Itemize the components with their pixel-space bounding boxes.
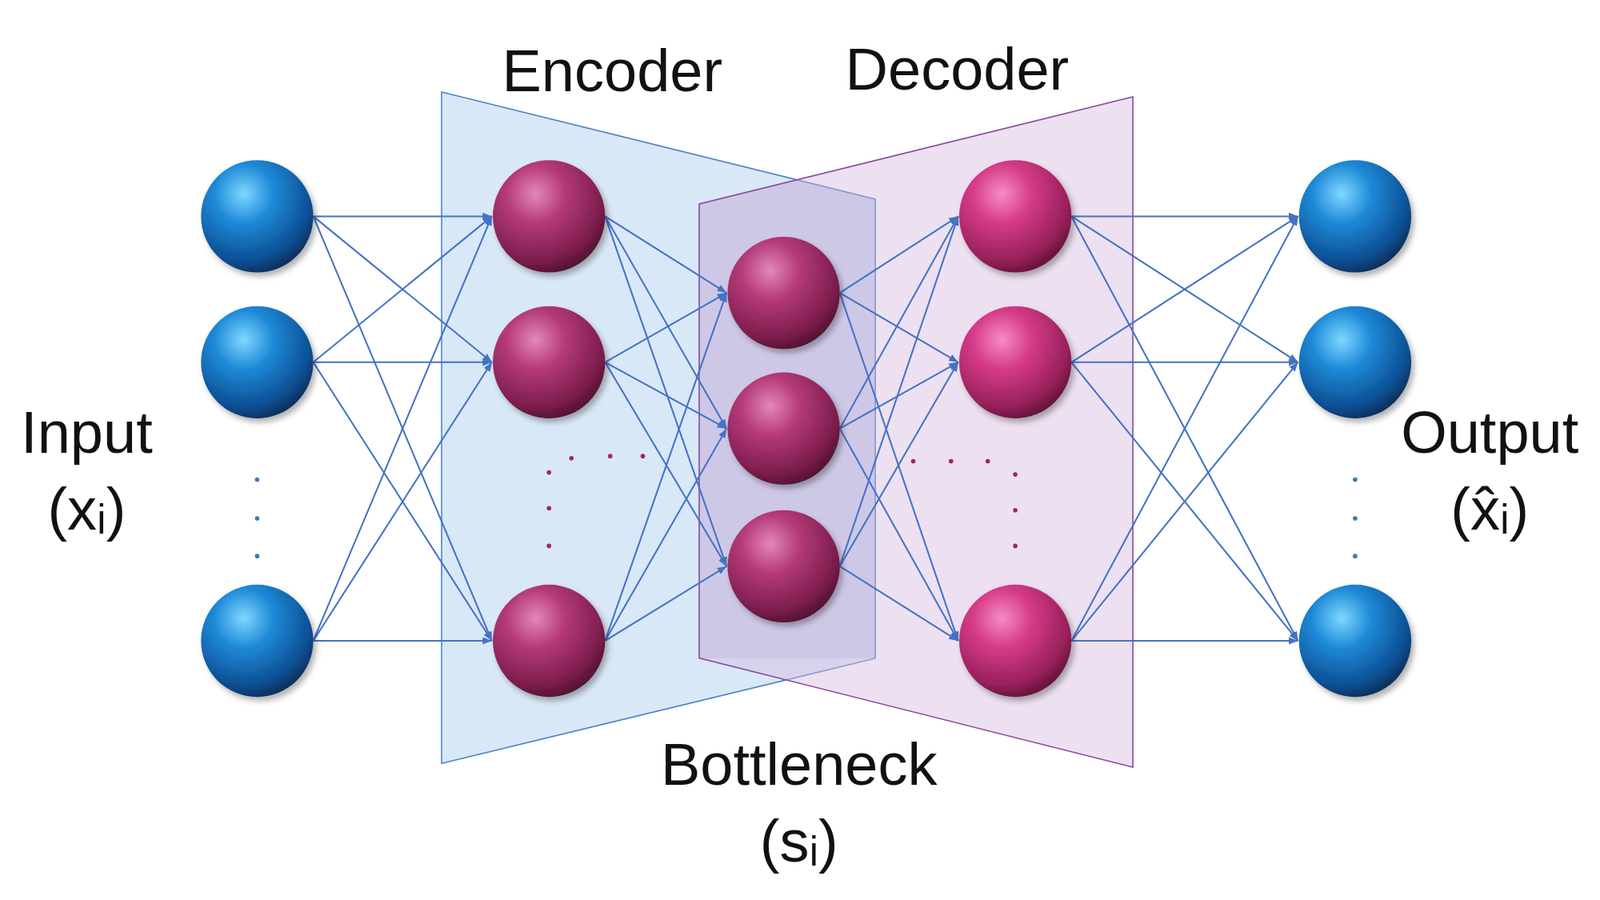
output-neuron [1299, 584, 1412, 697]
ellipsis-dot [255, 553, 260, 559]
ellipsis-dot [608, 453, 613, 459]
weight-line [313, 640, 492, 642]
weight-line [313, 361, 492, 364]
ellipsis-dot [948, 459, 954, 464]
bottleneck-region-outline [699, 180, 876, 659]
input-neuron [200, 584, 313, 697]
encoder-neuron [492, 160, 605, 272]
bottleneck-neuron [727, 510, 840, 623]
ellipsis-dot [1352, 553, 1358, 559]
encoder-band-outline [441, 92, 876, 764]
weight-line [1071, 640, 1298, 642]
decoder-band-shape [699, 96, 1133, 768]
weight-line [1071, 361, 1298, 364]
decoder-neuron [959, 160, 1072, 272]
ellipsis-dot [568, 456, 574, 461]
ellipsis-dot [1352, 477, 1358, 483]
band-heading: Bottleneck (sᵢ) [660, 726, 938, 880]
bottleneck-region: Bottleneck (sᵢ) [699, 180, 876, 659]
ellipsis-dot [1012, 544, 1018, 549]
ellipsis-dot [546, 544, 552, 549]
layer-label: Input (xᵢ) [20, 394, 153, 548]
input-neuron [200, 306, 313, 419]
output-neuron [1299, 306, 1412, 419]
output-neuron [1299, 160, 1412, 272]
ellipsis-dot [546, 505, 552, 511]
ellipsis-dot [985, 459, 991, 464]
decoder-band: Decoder [699, 96, 1133, 768]
weight-line [313, 215, 492, 217]
decoder-band-outline [699, 96, 1133, 768]
band-heading: Encoder [501, 32, 723, 110]
ellipsis-dot [1012, 508, 1018, 513]
ellipsis-dot [1352, 516, 1358, 521]
weight-line [1071, 215, 1298, 217]
ellipsis-dot [911, 459, 916, 464]
encoder-band: Encoder [441, 92, 876, 764]
encoder-neuron [492, 306, 605, 419]
neuron-layers [200, 160, 1412, 697]
decoder-neuron [959, 306, 1072, 419]
input-neuron [200, 160, 313, 272]
bottleneck-region-shape [699, 180, 876, 659]
ellipsis-dot [255, 516, 260, 521]
layer-label: Output (x̂ᵢ) [1400, 394, 1579, 548]
band-heading: Decoder [845, 31, 1070, 108]
bottleneck-neuron [727, 372, 840, 485]
bottleneck-neuron [727, 236, 840, 349]
decoder-neuron [959, 584, 1072, 697]
encoder-neuron [492, 584, 605, 697]
ellipsis-dot [546, 470, 552, 476]
ellipsis-dot [1012, 472, 1018, 477]
ellipsis-dot [640, 453, 646, 459]
ellipsis-dot [255, 477, 260, 483]
